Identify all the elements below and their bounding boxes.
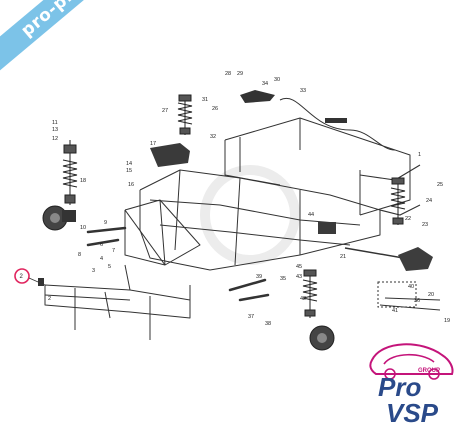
mount-bracket (150, 143, 190, 167)
bolt-assembly (377, 281, 441, 311)
callout-18: 18 (80, 178, 86, 184)
brand-name-bottom: VSP (386, 398, 439, 428)
rear-frame-tubes (359, 164, 421, 216)
cable-sheath (325, 118, 347, 123)
callout-4: 4 (100, 256, 103, 262)
callout-16: 16 (128, 182, 134, 188)
highlighted-part-label: 2 (20, 274, 24, 280)
callout-39: 39 (256, 274, 262, 280)
front-right-hub (309, 325, 335, 351)
callout-43: 43 (296, 274, 302, 280)
callout-9: 9 (104, 220, 107, 226)
callout-6: 6 (100, 242, 103, 248)
callout-40: 40 (408, 284, 414, 290)
callout-20: 20 (428, 292, 434, 298)
chassis-frame (44, 117, 411, 340)
callout-7: 7 (112, 248, 115, 254)
callout-45: 45 (296, 264, 302, 270)
brand-group-label: GROUP (418, 368, 441, 374)
brake-cable (279, 97, 396, 151)
callout-3: 3 (92, 268, 95, 274)
front-right-shock (302, 269, 318, 318)
brand-name-top: Pro (378, 372, 422, 402)
callout-21: 21 (340, 254, 346, 260)
callout-32: 32 (210, 134, 216, 140)
callout-26: 26 (212, 106, 218, 112)
callout-23: 23 (422, 222, 428, 228)
callout-27: 27 (162, 108, 168, 114)
callout-13: 13 (52, 127, 58, 133)
callout-42: 42 (300, 296, 306, 302)
callout-11: 11 (52, 120, 58, 126)
control-arms (86, 226, 270, 302)
rear-right-shock (390, 177, 406, 225)
callout-8: 8 (78, 252, 81, 258)
callout-38: 38 (265, 321, 271, 327)
callout-41: 41 (392, 308, 398, 314)
callout-29: 29 (237, 71, 243, 77)
callout-labels: 1234567891011121314151617181920212223242… (48, 71, 450, 327)
pedal-bracket (240, 90, 275, 103)
part-2-bushing (38, 278, 44, 286)
callout-25: 25 (437, 182, 443, 188)
callout-12: 12 (52, 136, 58, 142)
callout-30: 30 (274, 77, 280, 83)
callout-10: 10 (80, 225, 86, 231)
callout-44: 44 (308, 212, 314, 218)
background-watermark-ring (200, 165, 300, 265)
front-left-hub (42, 205, 76, 231)
callout-22: 22 (405, 216, 411, 222)
callout-15: 15 (126, 168, 132, 174)
callout-35: 35 (280, 276, 286, 282)
callout-17: 17 (150, 141, 156, 147)
callout-24: 24 (426, 198, 432, 204)
callout-28: 28 (225, 71, 231, 77)
callout-14: 14 (126, 161, 132, 167)
callout-19: 19 (444, 318, 450, 324)
highlighted-part-ring (14, 268, 30, 284)
callout-31: 31 (202, 97, 208, 103)
front-left-shock (62, 140, 78, 205)
callout-33: 33 (300, 88, 306, 94)
callout-2: 2 (48, 296, 51, 302)
tie-rod-assembly (344, 247, 433, 271)
callout-34: 34 (262, 81, 268, 87)
provsp-car-logo-icon (369, 343, 454, 380)
center-bracket (318, 222, 336, 234)
callout-37: 37 (248, 314, 254, 320)
callout-36: 36 (414, 298, 420, 304)
rear-top-shock (177, 94, 193, 135)
callout-5: 5 (108, 264, 111, 270)
callout-1: 1 (418, 152, 421, 158)
